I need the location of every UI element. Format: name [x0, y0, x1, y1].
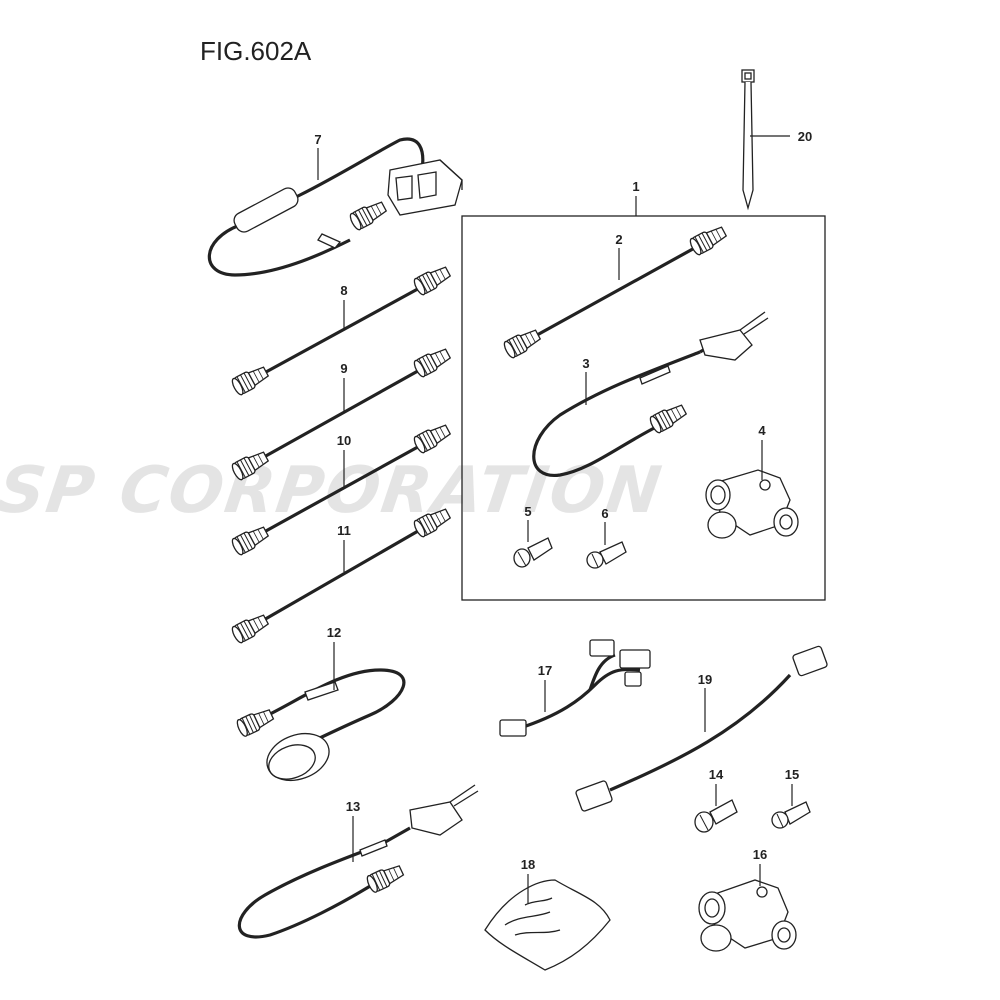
callout-2: 2 — [615, 232, 622, 247]
cable-tie-part — [741, 69, 755, 211]
harness-17 — [499, 639, 651, 737]
callout-16: 16 — [753, 847, 767, 862]
callout-17: 17 — [538, 663, 552, 678]
callout-7: 7 — [314, 132, 321, 147]
kit-group-box — [461, 215, 826, 601]
terminator-5 — [513, 537, 553, 568]
callout-5: 5 — [524, 504, 531, 519]
cable-2 — [501, 222, 729, 360]
cable-9 — [229, 344, 453, 482]
cable-11 — [229, 504, 453, 645]
callout-18: 18 — [521, 857, 535, 872]
callout-12: 12 — [327, 625, 341, 640]
parts-bag-18 — [484, 879, 611, 971]
cable-13 — [237, 784, 479, 939]
harness-19 — [575, 645, 828, 812]
watermark-text: JSP CORPORATION — [0, 453, 667, 528]
t-connector-4 — [705, 469, 799, 539]
terminator-14 — [694, 799, 738, 833]
callout-3: 3 — [582, 356, 589, 371]
callout-8: 8 — [340, 283, 347, 298]
callout-11: 11 — [337, 523, 351, 538]
cable-8 — [229, 262, 453, 397]
cable-3 — [532, 311, 769, 477]
callout-20: 20 — [798, 129, 812, 144]
callout-14: 14 — [709, 767, 724, 782]
callout-13: 13 — [346, 799, 360, 814]
callout-15: 15 — [785, 767, 799, 782]
callout-1: 1 — [632, 179, 639, 194]
callout-19: 19 — [698, 672, 712, 687]
cable-10 — [229, 420, 453, 557]
t-connector-16 — [698, 879, 797, 952]
figure-title: FIG.602A — [200, 36, 312, 66]
callout-9: 9 — [340, 361, 347, 376]
terminator-15 — [771, 801, 811, 829]
callout-4: 4 — [758, 423, 766, 438]
callout-6: 6 — [601, 506, 608, 521]
cable-assembly-7 — [207, 137, 463, 277]
terminator-6 — [586, 541, 627, 569]
cable-12 — [234, 668, 406, 782]
callout-10: 10 — [337, 433, 351, 448]
leader-lines — [317, 135, 793, 904]
